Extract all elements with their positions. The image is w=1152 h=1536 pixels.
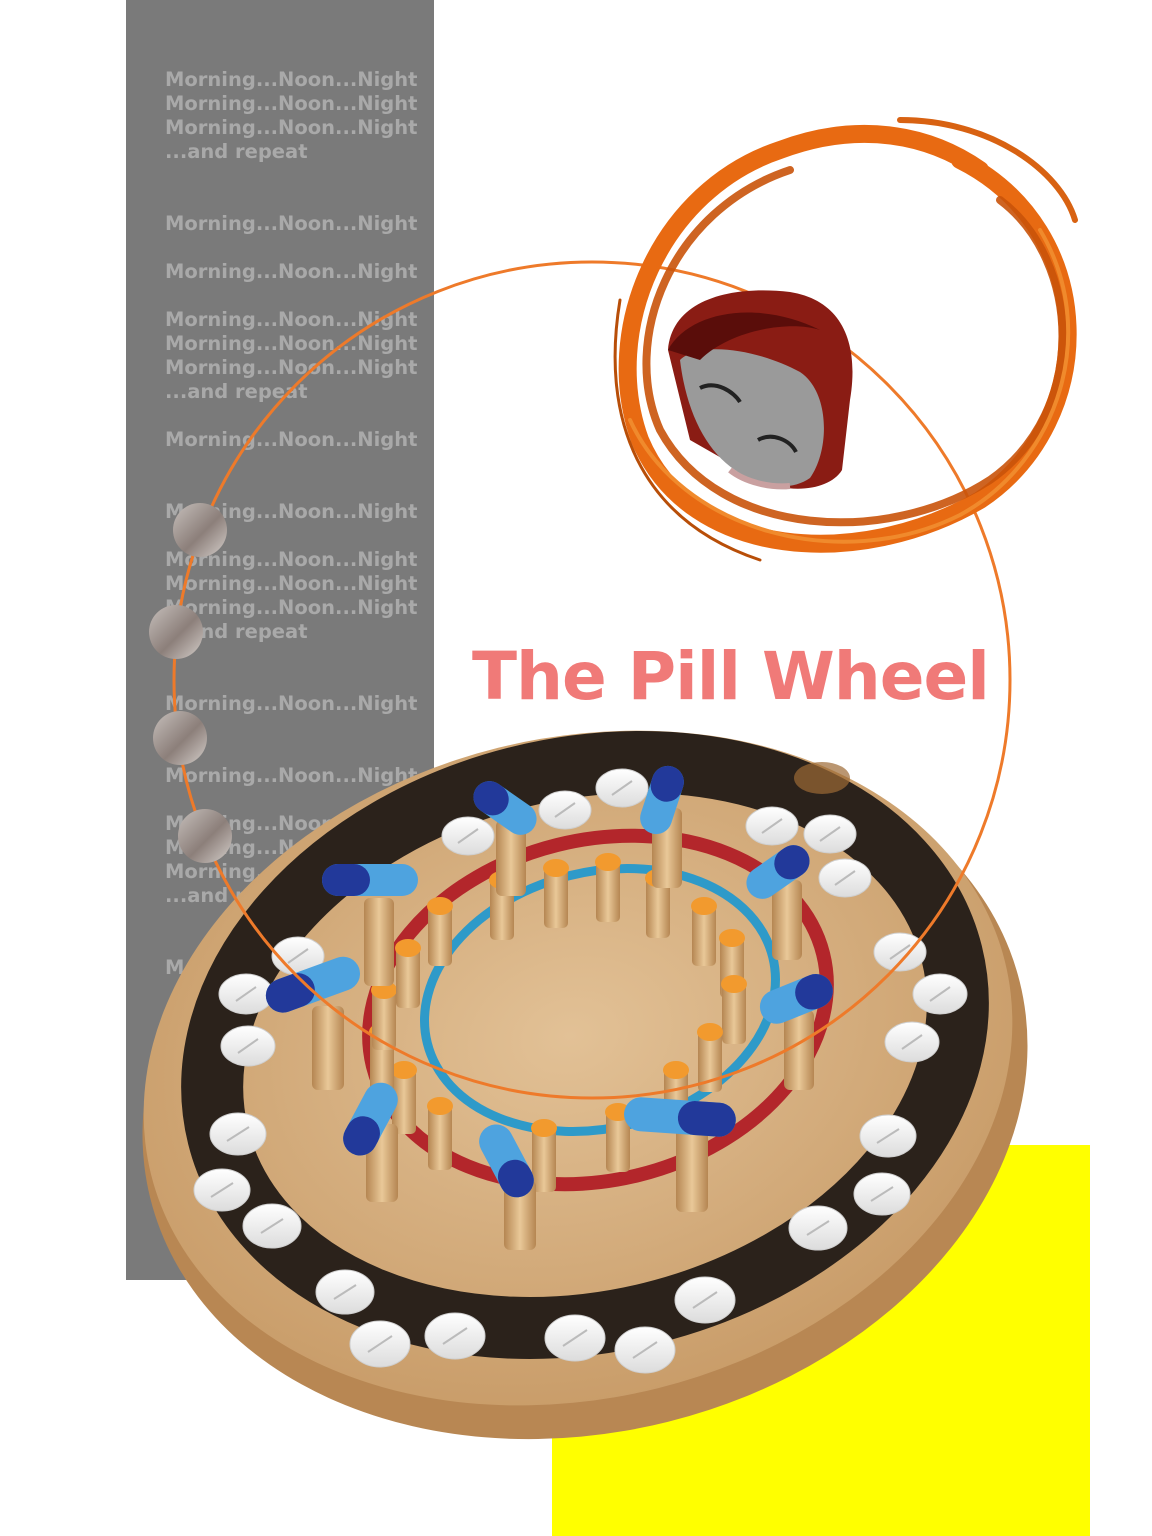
wooden-peg [721, 975, 747, 1044]
disc [173, 503, 227, 557]
white-tablet-ring [193, 768, 968, 1374]
chant-line: Morning...Noon...Night [165, 692, 418, 715]
wooden-peg [427, 897, 453, 966]
disc [149, 605, 203, 659]
white-tablet [349, 1320, 411, 1368]
wooden-peg [391, 1061, 417, 1134]
disc [178, 809, 232, 863]
blue-capsule-post [265, 956, 361, 1090]
white-tablet [595, 768, 649, 808]
white-tablet [220, 1025, 276, 1067]
capsule-posts [265, 765, 833, 1250]
white-tablet [884, 1021, 940, 1063]
chant-line: Morning...Noon...Night [165, 212, 418, 235]
brush-stroke-circle [613, 117, 1078, 562]
white-tablet [315, 1269, 375, 1315]
wooden-peg [605, 1103, 631, 1172]
wooden-peg [531, 1119, 557, 1192]
wooden-peg [371, 981, 397, 1050]
chant-line: Morning...Noon...Night [165, 500, 418, 523]
chant-line: Morning...Noon...Night [165, 92, 418, 115]
white-tablet [873, 932, 927, 972]
white-tablet [818, 858, 872, 898]
left-disc-column [149, 503, 232, 863]
chant-line: Morning...Noon...Night [165, 260, 418, 283]
white-tablet [218, 973, 274, 1015]
blue-capsule-post [343, 1082, 398, 1202]
white-tablet [424, 1312, 486, 1360]
white-tablet [544, 1314, 606, 1362]
page-title: The Pill Wheel [472, 638, 990, 715]
blue-capsule-post [479, 1124, 536, 1250]
blue-capsule-post [473, 781, 537, 896]
disc [153, 711, 207, 765]
chant-line: Morning...Noon...Night [165, 356, 418, 379]
chant-line: Morning...Noon...Night [165, 68, 418, 91]
wooden-peg [595, 853, 621, 922]
chant-line: Morning...Noon...Night [165, 116, 418, 139]
blue-capsule-post [759, 974, 833, 1090]
wooden-peg [395, 939, 421, 1008]
wooden-peg [697, 1023, 723, 1092]
white-tablet [209, 1112, 267, 1156]
face-illustration [668, 290, 853, 490]
chant-line: Morning...Noon...Night [165, 428, 418, 451]
thin-orange-ring [172, 260, 1012, 1100]
white-tablet [859, 1114, 917, 1158]
white-tablet [745, 806, 799, 846]
blue-capsule-post [640, 765, 684, 888]
wooden-peg [427, 1097, 453, 1170]
white-tablet [242, 1203, 302, 1249]
chant-line: Morning...Noon...Night [165, 548, 418, 571]
chant-line: Morning...Noon...Night [165, 764, 418, 787]
white-tablet [788, 1205, 848, 1251]
white-tablet [853, 1172, 911, 1216]
chant-line: Morning...Noon...Night [165, 572, 418, 595]
white-tablet [614, 1326, 676, 1374]
wood-knot [794, 762, 850, 794]
wooden-peg [543, 859, 569, 928]
chant-line: Morning...Noon...Night [165, 596, 418, 619]
white-tablet [912, 973, 968, 1015]
white-tablet [441, 816, 495, 856]
chant-line: ...and repeat [165, 380, 308, 403]
white-tablet [193, 1168, 251, 1212]
white-tablet [538, 790, 592, 830]
chant-line: ...and repeat [165, 140, 308, 163]
chant-line: Morning...Noon...Night [165, 308, 418, 331]
white-tablet [674, 1276, 736, 1324]
blue-capsule-post [746, 845, 810, 960]
blue-capsule-post [322, 864, 418, 986]
blue-capsule-post [624, 1097, 736, 1212]
wooden-peg [691, 897, 717, 966]
white-tablet [803, 814, 857, 854]
